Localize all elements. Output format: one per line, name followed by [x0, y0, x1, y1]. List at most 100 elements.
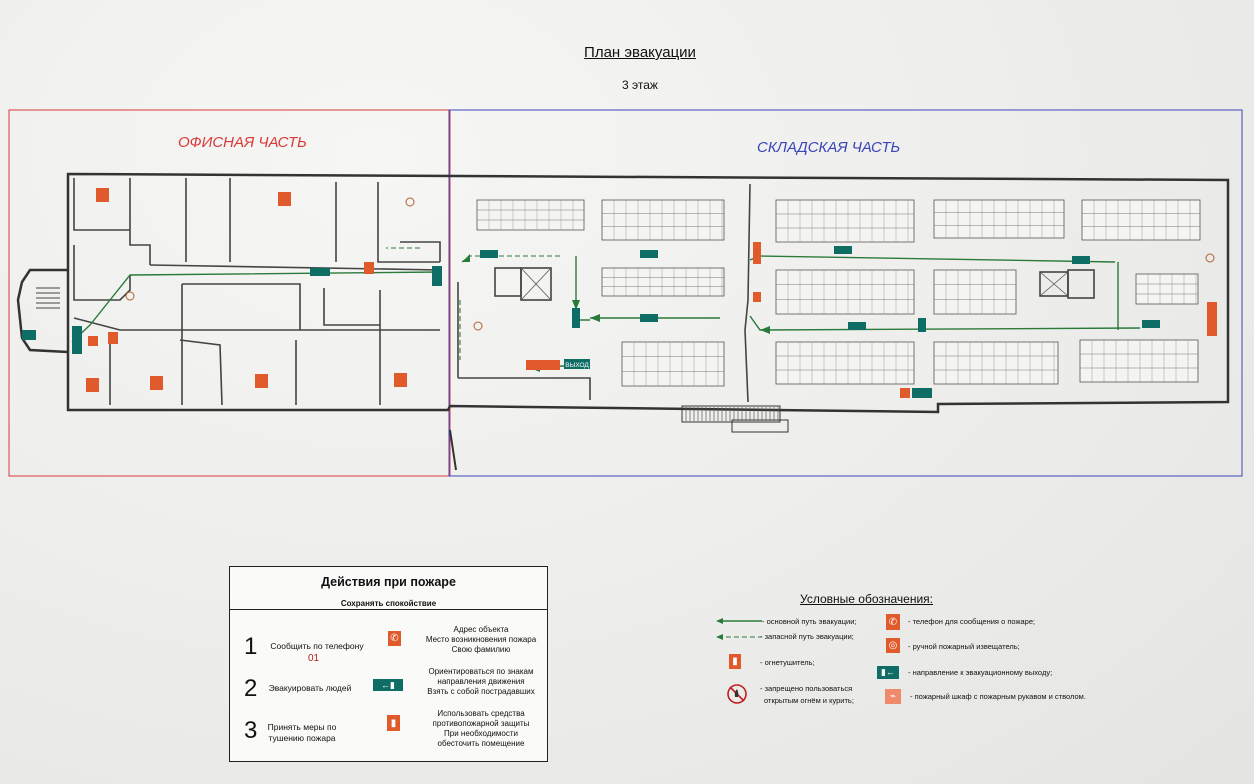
exit-direction-sign [640, 250, 658, 258]
legend-no-fire-line1: - запрещено пользоваться [760, 684, 853, 693]
rack-block [621, 341, 725, 387]
fire-equipment-sign [1207, 302, 1217, 336]
actions-divider [230, 609, 547, 610]
legend-backup-route: - запасной путь эвакуации; [760, 632, 854, 641]
no-open-fire-icon [727, 684, 747, 704]
exit-direction-icon: ←▮ [373, 679, 403, 691]
warehouse-freight-lift [520, 267, 1069, 301]
office-zone-label: ОФИСНАЯ ЧАСТЬ [178, 134, 307, 151]
phone-sign [96, 188, 109, 202]
rack-block [775, 269, 915, 315]
phone-sign [394, 373, 407, 387]
warehouse-partitions [457, 183, 1095, 403]
exit-direction-sign [72, 326, 82, 354]
exit-direction-sign [918, 318, 926, 332]
exit-direction-sign [1142, 320, 1160, 328]
stair-left [36, 287, 60, 309]
exit-direction-sign [22, 330, 36, 340]
phone-sign [255, 374, 268, 388]
fire-actions-subheading: Сохранять спокойствие [340, 599, 437, 608]
stair-bottom [681, 405, 789, 433]
legend-hose-cabinet: - пожарный шкаф с пожарным рукавом и ств… [910, 692, 1086, 701]
extinguisher-icon: ▮ [387, 715, 400, 731]
rack-block [601, 199, 725, 241]
rack-block [933, 341, 1059, 385]
smoke-detector-icon [473, 321, 483, 331]
fire-equipment-sign [364, 262, 374, 274]
exit-direction-sign [1072, 256, 1090, 264]
legend-hose-cabinet-icon: ⌁ [885, 689, 901, 704]
rack-block [601, 267, 725, 297]
legend-phone: - телефон для сообщения о пожаре; [908, 617, 1036, 626]
smoke-detector-icon [125, 291, 135, 301]
legend-phone-icon: ✆ [886, 614, 900, 630]
exit-direction-sign [848, 322, 866, 330]
exit-direction-sign [310, 268, 330, 276]
fire-actions-panel: Действия при пожаре Сохранять спокойстви… [229, 566, 548, 762]
fire-equipment-sign [88, 336, 98, 346]
legend-extinguisher: - огнетушитель; [760, 658, 815, 667]
phone-icon: ✆ [388, 631, 401, 646]
step-3-text: Принять меры по тушению пожара [267, 722, 337, 743]
fire-equipment-sign [108, 332, 118, 344]
rack-block [1135, 273, 1199, 305]
step-1-number: 1 [244, 633, 258, 660]
storage-racks [476, 199, 1201, 387]
smoke-detector-icon [1205, 253, 1215, 263]
legend-alarm-icon: ◎ [886, 638, 900, 653]
fire-equipment-sign [900, 388, 910, 398]
smoke-detector-icon [405, 197, 415, 207]
step-3-number: 3 [244, 717, 258, 744]
legend-no-fire-line2: открытым огнём и курить; [764, 696, 854, 705]
exit-direction-sign [432, 266, 442, 286]
rack-block [476, 199, 585, 231]
rack-block [775, 199, 915, 243]
rack-block [933, 269, 1017, 315]
step-2-text: Эвакуировать людей [268, 683, 352, 693]
office-partitions [73, 178, 441, 406]
legend-extinguisher-icon: ▮ [729, 654, 741, 669]
main-route-sample [716, 618, 762, 624]
warehouse-zone-boundary [448, 109, 1243, 477]
stair-bottom-steps [685, 407, 779, 421]
step-2-number: 2 [244, 675, 258, 702]
rack-block [1079, 339, 1199, 383]
rack-block [1081, 199, 1201, 241]
exit-direction-sign [834, 246, 852, 254]
fire-equipment-sign [753, 242, 761, 264]
phone-sign [278, 192, 291, 206]
warehouse-zone-label: СКЛАДСКАЯ ЧАСТЬ [757, 139, 901, 156]
step-1-text: Сообщить по телефону [270, 641, 364, 651]
page-title: План эвакуации [584, 44, 696, 61]
exit-sign [564, 359, 590, 369]
legend-title: Условные обозначения: [800, 592, 933, 606]
exit-sign-label: ВЫХОД [565, 362, 589, 369]
backup-evacuation-route [386, 247, 560, 360]
legend-route-samples [716, 618, 762, 640]
exit-direction-sign [640, 314, 658, 322]
rack-block [775, 341, 915, 385]
fire-actions-heading: Действия при пожаре [321, 575, 456, 589]
floor-label: 3 этаж [622, 78, 658, 92]
legend-exit-direction: - направление к эвакуационному выходу; [908, 668, 1053, 677]
phone-sign [150, 376, 163, 390]
legend-alarm: - ручной пожарный извещатель; [908, 642, 1020, 651]
legend-main-route: - основной путь эвакуации; [762, 617, 857, 626]
backup-route-sample [716, 634, 762, 640]
exit-direction-sign [480, 250, 498, 258]
plan-signs [22, 188, 1217, 398]
step-1-phone-number: 01 [308, 653, 320, 664]
fire-equipment-sign [753, 292, 761, 302]
exit-direction-sign [572, 308, 580, 328]
building-walls [16, 172, 1230, 414]
phone-sign [86, 378, 99, 392]
office-zone-boundary [8, 109, 451, 477]
exit-direction-sign [912, 388, 932, 398]
legend-exit-direction-icon: ▮← [877, 666, 899, 679]
rack-block [933, 199, 1065, 239]
